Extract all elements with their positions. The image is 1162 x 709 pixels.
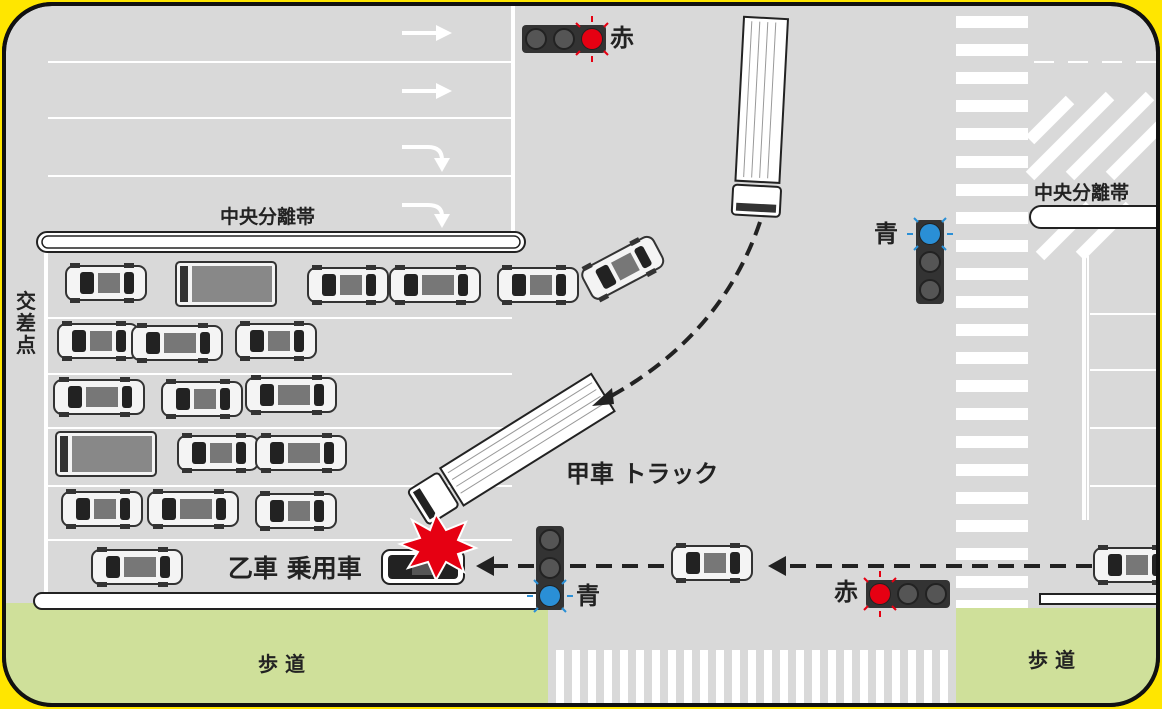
lane-arrows xyxy=(402,25,452,228)
crosswalk-horizontal xyxy=(556,650,948,705)
signal-top-label: 赤 xyxy=(610,24,634,52)
median-label-left: 中央分離帯 xyxy=(220,206,316,228)
truck-path xyxy=(599,221,762,404)
signal-top xyxy=(521,16,609,62)
sidewalk-left xyxy=(4,603,548,705)
vehicle-a-label: 甲車 トラック xyxy=(566,460,719,488)
intersection-label: 交差点 xyxy=(16,289,36,357)
sidewalk-label-right: 歩 道 xyxy=(1028,648,1075,672)
truck-turned xyxy=(407,372,616,525)
signal-median-label: 青 xyxy=(874,220,898,248)
median-label-right: 中央分離帯 xyxy=(1034,182,1130,204)
sidewalk-label-left: 歩 道 xyxy=(258,652,305,676)
truck-top xyxy=(730,15,790,218)
signal-bottom-right-label: 赤 xyxy=(834,578,858,606)
signal-bottom-right xyxy=(863,571,951,617)
signal-bottom-center xyxy=(527,525,573,613)
sidewalk-right xyxy=(956,608,1158,705)
signal-bottom-center-label: 青 xyxy=(576,582,600,610)
curb-bottom-right xyxy=(1039,593,1158,605)
vehicle-b-label: 乙車 乗用車 xyxy=(228,554,362,583)
signal-median xyxy=(907,217,953,305)
crosswalk-vertical xyxy=(956,16,1028,608)
crash-burst xyxy=(397,511,479,583)
median-right xyxy=(1029,205,1158,229)
median-left xyxy=(36,231,526,253)
curb-bottom-left xyxy=(33,592,555,610)
